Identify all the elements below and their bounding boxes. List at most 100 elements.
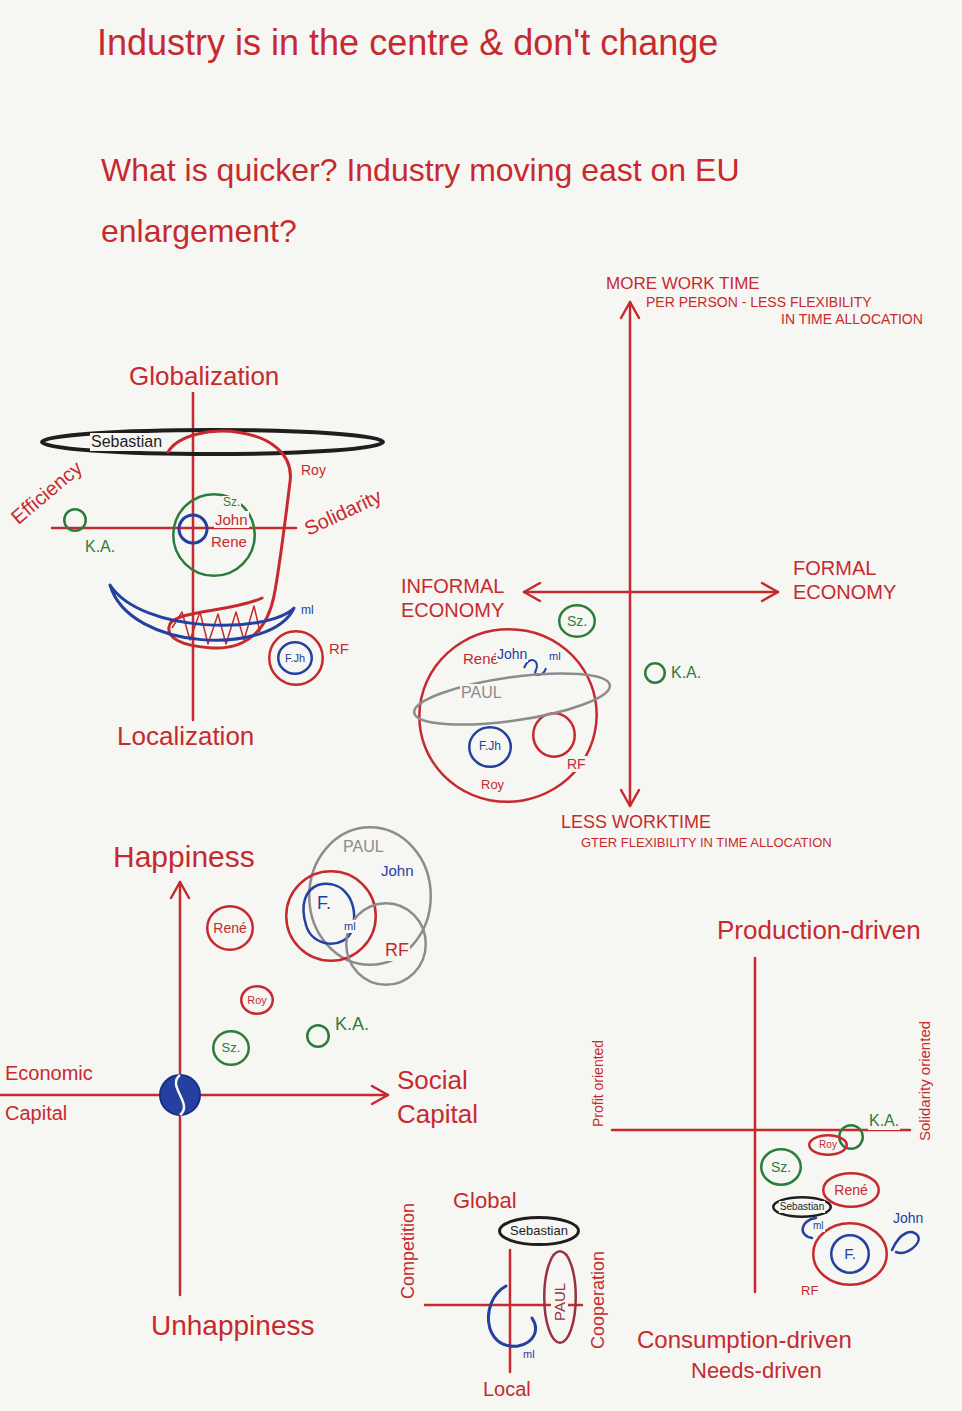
person-label: Roy bbox=[818, 1139, 838, 1151]
marker-outline bbox=[207, 906, 253, 950]
person-label: Sebastian bbox=[90, 433, 163, 451]
person-label: Roy bbox=[246, 994, 268, 1007]
name-marker: Sz. bbox=[558, 604, 596, 638]
axis-label: Happiness bbox=[112, 840, 256, 875]
axis-label: Profit oriented bbox=[590, 1039, 606, 1128]
marker-outline bbox=[500, 1218, 579, 1245]
person-label: Roy bbox=[300, 462, 327, 478]
name-marker: K.A. bbox=[63, 508, 87, 532]
name-marker: John bbox=[888, 1226, 924, 1256]
name-marker: Roy bbox=[808, 1134, 848, 1156]
name-marker: PAUL bbox=[412, 676, 612, 722]
marker-outline bbox=[532, 712, 576, 758]
person-label: René bbox=[833, 1182, 868, 1198]
axis-label: FORMAL ECONOMY bbox=[792, 556, 924, 604]
marker-outline bbox=[645, 663, 665, 683]
marker-outline bbox=[644, 662, 666, 684]
axis-line bbox=[524, 591, 778, 594]
person-label: RF bbox=[328, 640, 350, 657]
marker-outline bbox=[278, 642, 312, 674]
name-marker: ml bbox=[105, 578, 295, 643]
name-marker: F. ml bbox=[285, 870, 377, 962]
name-marker: F. bbox=[830, 1234, 870, 1274]
marker-outline bbox=[213, 1031, 249, 1065]
arrow-head bbox=[621, 302, 639, 318]
name-marker: K.A. bbox=[306, 1024, 330, 1048]
marker-outline bbox=[813, 1223, 887, 1285]
axis-label: Competition bbox=[398, 1202, 419, 1300]
axis-label: Economic bbox=[4, 1062, 94, 1085]
person-label: K.A. bbox=[84, 538, 116, 556]
marker-outline bbox=[544, 1251, 576, 1343]
axis-label: Cooperation bbox=[588, 1250, 609, 1350]
axis-line bbox=[509, 1250, 512, 1372]
person-label: Roy bbox=[480, 778, 505, 793]
name-marker: ml bbox=[798, 1216, 822, 1238]
person-label: Sz. bbox=[221, 1041, 242, 1056]
person-label: Sz. bbox=[770, 1159, 792, 1175]
axis-line bbox=[629, 302, 632, 806]
axis-label: Consumption-driven bbox=[636, 1326, 853, 1354]
name-marker: Sz. bbox=[212, 1030, 250, 1066]
marker-outline bbox=[839, 1125, 863, 1149]
person-label: ml bbox=[522, 1348, 536, 1361]
marker-outline bbox=[412, 676, 612, 722]
marker-outline bbox=[307, 1025, 329, 1047]
name-marker: RF bbox=[532, 712, 576, 758]
person-label: René bbox=[462, 650, 500, 667]
marker-outline bbox=[269, 631, 323, 685]
axis-label: Global bbox=[452, 1188, 518, 1213]
person-label: John bbox=[496, 646, 528, 662]
axis-label: What is quicker? Industry moving east on… bbox=[100, 140, 752, 262]
axis-label: Capital bbox=[4, 1102, 68, 1125]
person-label: John bbox=[380, 862, 415, 879]
marker-outline bbox=[346, 903, 426, 985]
person-label: Sz. bbox=[566, 613, 588, 629]
marker-outline bbox=[42, 430, 383, 454]
person-label: Rene bbox=[210, 533, 248, 550]
person-label: PAUL bbox=[460, 684, 503, 702]
name-marker: Roy bbox=[240, 985, 274, 1015]
marker-outline bbox=[892, 1232, 919, 1253]
axis-label: Localization bbox=[116, 722, 255, 752]
person-label: Sebastian bbox=[509, 1224, 569, 1239]
person-label: F.Jh bbox=[478, 740, 502, 754]
person-label: F. bbox=[843, 1245, 857, 1262]
board-heading: Industry is in the centre & don't change bbox=[96, 22, 719, 63]
person-label: PAUL bbox=[342, 838, 385, 856]
marker-outline bbox=[533, 713, 575, 757]
person-label: ml bbox=[343, 920, 357, 933]
person-label: PAUL bbox=[551, 1282, 568, 1322]
name-marker: RFF. bbox=[812, 1222, 888, 1286]
marker-outline bbox=[63, 508, 87, 532]
person-label: K.A. bbox=[334, 1014, 370, 1035]
axis-line bbox=[192, 392, 195, 720]
marker-outline bbox=[488, 1286, 535, 1346]
name-marker: Sz.JohnRene bbox=[172, 493, 256, 577]
marker-outline bbox=[559, 605, 595, 637]
name-marker: Sz. bbox=[760, 1148, 802, 1186]
person-label: F. bbox=[316, 893, 332, 914]
marker-outline bbox=[306, 1024, 330, 1048]
marker-outline bbox=[168, 431, 290, 648]
person-label: John bbox=[214, 511, 249, 528]
name-marker: Sebastian bbox=[772, 1196, 832, 1218]
person-label: RF bbox=[566, 756, 587, 772]
marker-outline bbox=[406, 615, 611, 816]
name-marker: PAUL bbox=[543, 1250, 577, 1344]
name-marker: RenéJohnmlRoyF.JhRF bbox=[418, 628, 598, 803]
yin-yang-symbol bbox=[176, 1075, 184, 1115]
marker-outline bbox=[482, 1282, 542, 1352]
marker-outline bbox=[773, 1197, 831, 1217]
marker-outline bbox=[831, 1235, 869, 1273]
axis-label: Needs-driven bbox=[690, 1358, 823, 1383]
name-marker: ml bbox=[482, 1282, 542, 1352]
arrow-head bbox=[372, 1086, 388, 1104]
arrow-head bbox=[762, 583, 778, 601]
axis-label: Local bbox=[482, 1378, 532, 1401]
marker-outline bbox=[469, 727, 511, 767]
arrow-head bbox=[524, 583, 540, 601]
marker-outline bbox=[105, 578, 295, 643]
axis-label: Globalization bbox=[128, 362, 280, 392]
marker-outline bbox=[110, 585, 294, 640]
